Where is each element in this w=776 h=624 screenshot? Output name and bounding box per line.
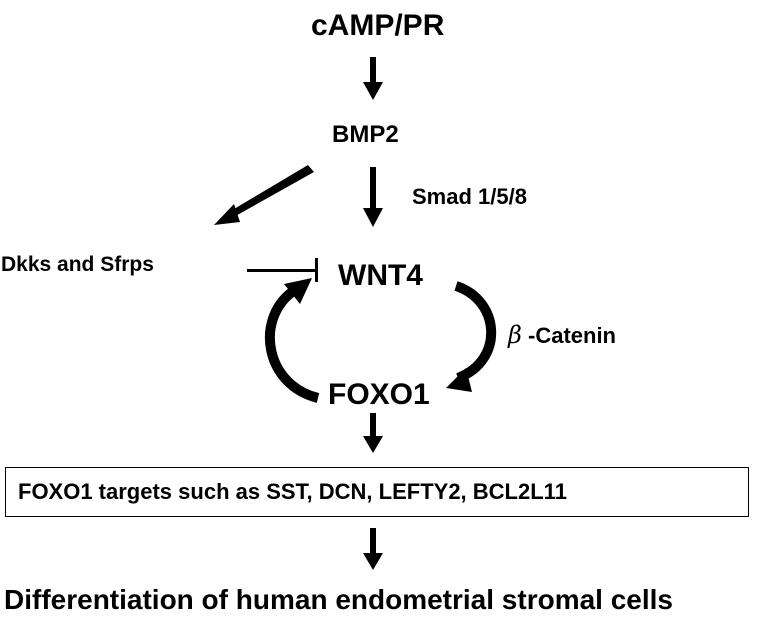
curved-arrow-wnt4-to-foxo1 <box>446 281 497 392</box>
beta-symbol: β <box>508 321 522 349</box>
label-smad: Smad 1/5/8 <box>412 184 527 209</box>
arrow-camp-to-bmp2 <box>363 57 383 100</box>
arrow-bmp2-to-wnt4 <box>363 167 383 227</box>
node-foxo1: FOXO1 <box>328 378 430 411</box>
curved-arrow-foxo1-to-wnt4 <box>264 278 320 403</box>
label-beta-catenin: β -Catenin <box>508 323 616 347</box>
catenin-text: -Catenin <box>528 323 616 348</box>
arrow-bmp2-to-dkks <box>214 165 314 225</box>
node-bmp2: BMP2 <box>332 121 399 148</box>
targets-box: FOXO1 targets such as SST, DCN, LEFTY2, … <box>5 467 749 517</box>
node-camp-pr: cAMP/PR <box>311 9 445 42</box>
node-dkks-sfrps: Dkks and Sfrps <box>1 253 154 276</box>
node-wnt4: WNT4 <box>338 259 423 292</box>
node-foxo1-targets: FOXO1 targets such as SST, DCN, LEFTY2, … <box>18 479 567 504</box>
arrow-targets-to-differentiation <box>363 528 383 570</box>
arrow-foxo1-to-targets <box>363 413 383 453</box>
node-differentiation: Differentiation of human endometrial str… <box>4 584 674 615</box>
inhibition-dkks-to-wnt4 <box>247 258 318 282</box>
